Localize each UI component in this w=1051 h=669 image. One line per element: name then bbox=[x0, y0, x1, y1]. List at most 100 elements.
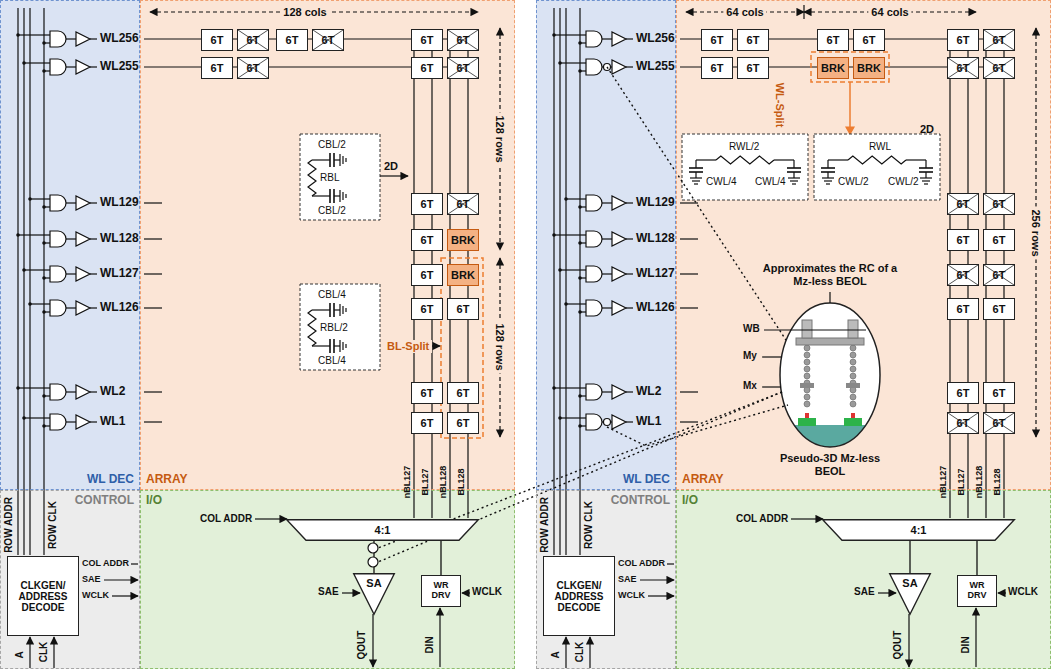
outline bbox=[890, 574, 931, 615]
wire bbox=[432, 345, 440, 346]
ground-symbol bbox=[342, 342, 343, 350]
wire bbox=[849, 82, 851, 128]
node-text: 6T bbox=[421, 234, 434, 246]
wire bbox=[602, 307, 612, 308]
label: WL126 bbox=[636, 301, 675, 315]
node-text: 6T bbox=[747, 62, 760, 74]
label: CBL/2 bbox=[318, 139, 346, 151]
word-line bbox=[680, 391, 698, 392]
wire bbox=[829, 292, 830, 303]
outline bbox=[354, 574, 395, 615]
node-text: WR DRV bbox=[424, 581, 458, 601]
wire bbox=[762, 386, 781, 387]
label: WL126 bbox=[100, 301, 139, 315]
wire bbox=[334, 309, 340, 310]
wire bbox=[554, 387, 586, 388]
wire bbox=[66, 307, 76, 308]
label: WL127 bbox=[100, 267, 139, 281]
ground-symbol bbox=[822, 177, 834, 178]
wire bbox=[66, 238, 76, 239]
node-text: 6T bbox=[211, 34, 224, 46]
label: BL128 bbox=[456, 468, 466, 495]
label: WL256 bbox=[100, 32, 139, 46]
resistor-symbol bbox=[308, 160, 316, 196]
address-bus bbox=[29, 8, 30, 555]
node-text: CLKGEN/ ADDRESS DECODE bbox=[10, 580, 76, 613]
wire bbox=[626, 202, 633, 203]
wire bbox=[580, 70, 586, 71]
sram-6t-cell: 6T bbox=[411, 298, 443, 320]
label: WL255 bbox=[100, 60, 139, 74]
wire bbox=[602, 38, 612, 39]
wl-driver bbox=[76, 301, 90, 315]
sram-6t-cell: 6T bbox=[947, 29, 979, 51]
node-text: 6T bbox=[957, 34, 970, 46]
sram-6t-cell: 6T bbox=[237, 29, 269, 51]
beol-illustration bbox=[780, 320, 880, 465]
wire bbox=[90, 391, 97, 392]
node-text: 6T bbox=[957, 198, 970, 210]
wire bbox=[18, 234, 50, 235]
wl-driver bbox=[76, 267, 90, 281]
col-addr-arrow bbox=[791, 518, 823, 519]
label: WL129 bbox=[636, 196, 675, 210]
wire bbox=[44, 425, 50, 426]
sram-6t-cell: 6T bbox=[447, 29, 479, 51]
wire bbox=[602, 391, 612, 392]
node-text: 6T bbox=[457, 198, 470, 210]
wire bbox=[626, 391, 633, 392]
wire bbox=[90, 238, 97, 239]
wire bbox=[334, 159, 340, 160]
break-cell: BRK bbox=[853, 57, 885, 79]
label: 64 cols bbox=[723, 6, 766, 19]
via bbox=[850, 345, 856, 351]
break-cell: BRK bbox=[447, 229, 479, 251]
wire bbox=[380, 175, 408, 176]
capacitor-plate bbox=[919, 167, 933, 169]
label: WL128 bbox=[636, 232, 675, 246]
label: CWL/4 bbox=[755, 176, 786, 188]
node-text: ARRAY bbox=[682, 473, 724, 486]
sram-6t-cell: 6T bbox=[983, 298, 1015, 320]
wire bbox=[975, 608, 976, 667]
ground-symbol bbox=[339, 190, 340, 202]
node-text: 6T bbox=[421, 62, 434, 74]
label: CBL/4 bbox=[318, 289, 346, 301]
wl-driver bbox=[612, 301, 626, 315]
label: RBL bbox=[320, 172, 339, 184]
via bbox=[804, 394, 810, 400]
and-gate bbox=[50, 266, 66, 282]
address-bus bbox=[553, 8, 554, 555]
node-text: 6T bbox=[711, 34, 724, 46]
wire bbox=[24, 417, 50, 418]
and-gate bbox=[586, 384, 602, 400]
wire bbox=[312, 159, 330, 160]
node-text: 6T bbox=[457, 387, 470, 399]
label: ROW CLK bbox=[583, 501, 595, 549]
ground-symbol bbox=[339, 340, 340, 352]
sram-6t-cell: 6T bbox=[817, 29, 849, 51]
wire bbox=[762, 356, 782, 357]
pad bbox=[848, 320, 858, 338]
callout-outline bbox=[780, 303, 880, 447]
via bbox=[850, 373, 856, 379]
wire bbox=[560, 62, 586, 63]
label: RBL/2 bbox=[320, 322, 348, 334]
sram-6t-cell: 6T bbox=[983, 193, 1015, 215]
wire bbox=[828, 159, 848, 160]
logic-block: WR DRV bbox=[421, 575, 461, 607]
wire bbox=[554, 234, 586, 235]
outline bbox=[823, 520, 1015, 541]
address-bus bbox=[17, 8, 18, 555]
label: WL256 bbox=[636, 32, 675, 46]
node-text: 6T bbox=[711, 62, 724, 74]
wire bbox=[554, 34, 586, 35]
node-text: 6T bbox=[957, 234, 970, 246]
wire bbox=[439, 608, 440, 667]
label: CBL/4 bbox=[318, 355, 346, 367]
wire bbox=[90, 202, 97, 203]
via bbox=[850, 352, 856, 358]
